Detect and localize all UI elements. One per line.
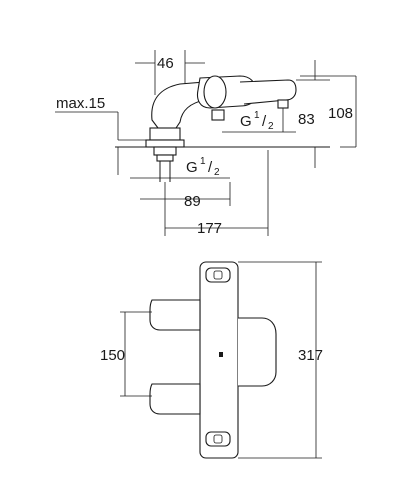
dim-g-lower-denominator: 2 bbox=[214, 167, 220, 178]
thermostat-body bbox=[199, 261, 239, 459]
dim-89-label: 89 bbox=[184, 193, 201, 210]
spout-arm bbox=[239, 79, 297, 105]
dim-g-upper-slash: / bbox=[262, 113, 267, 130]
dim-177-label: 177 bbox=[197, 220, 222, 237]
lower-inlet bbox=[149, 383, 201, 415]
base-plate bbox=[145, 139, 185, 148]
dim-g-upper-numerator: 1 bbox=[254, 110, 260, 121]
dim-g-lower-prefix: G bbox=[186, 159, 198, 176]
dim-108-label: 108 bbox=[328, 105, 353, 122]
dim-83-label: 83 bbox=[298, 111, 315, 128]
faucet-body bbox=[151, 81, 206, 129]
dim-46-label: 46 bbox=[157, 55, 174, 72]
bottom-handle-indicator bbox=[213, 434, 223, 444]
dim-g-upper-prefix: G bbox=[240, 113, 252, 130]
spout-outlet bbox=[277, 99, 289, 109]
upper-inlet bbox=[149, 299, 201, 331]
top-handle-indicator bbox=[213, 270, 223, 280]
side-elevation-view: 46 max.15 G 1 / 2 83 108 G 1 / 2 89 bbox=[55, 50, 357, 237]
dim-max15-label: max.15 bbox=[56, 95, 105, 112]
dim-g-upper-denominator: 2 bbox=[268, 121, 274, 132]
dim-150-label: 150 bbox=[100, 347, 125, 364]
mixing-head bbox=[238, 317, 277, 387]
mounting-nut bbox=[153, 146, 177, 156]
body-marker bbox=[219, 352, 223, 357]
diverter-nut bbox=[211, 109, 225, 121]
dim-317-label: 317 bbox=[298, 347, 323, 364]
dim-g-lower-numerator: 1 bbox=[200, 156, 206, 167]
top-handle-slot bbox=[205, 267, 231, 283]
lower-nut bbox=[156, 154, 174, 162]
base-collar bbox=[149, 127, 181, 141]
dim-g-lower-slash: / bbox=[208, 159, 213, 176]
front-elevation-view: 150 317 bbox=[100, 261, 323, 459]
bottom-handle-slot bbox=[205, 431, 231, 447]
control-knob bbox=[203, 75, 227, 109]
